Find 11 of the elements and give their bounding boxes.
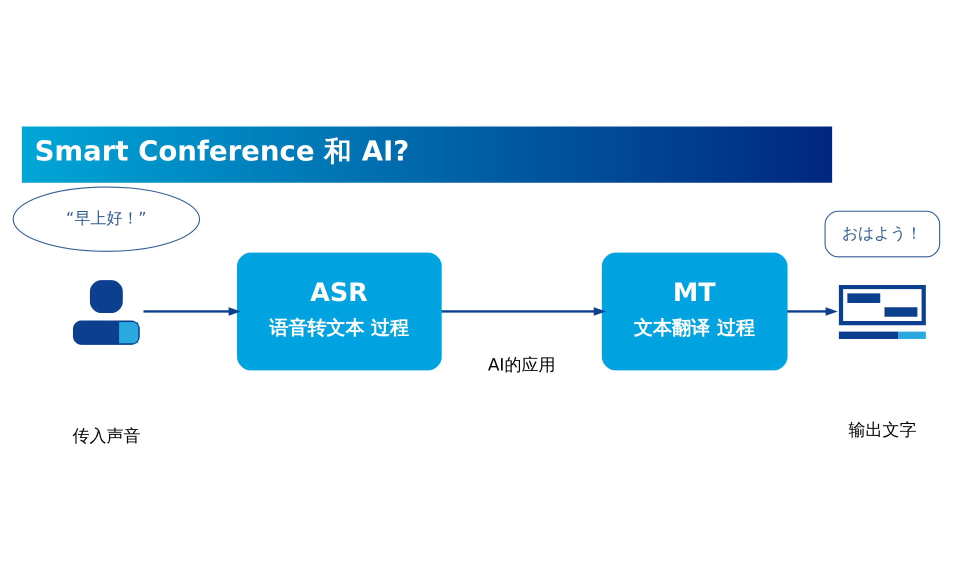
label: 输出文字	[848, 419, 916, 440]
arrow	[144, 307, 241, 316]
node-box: おはよう！	[824, 210, 940, 258]
arrow	[442, 307, 606, 316]
label: 传入声音	[72, 426, 140, 446]
diagram-title: Smart Conference 和 AI?	[34, 134, 410, 168]
node-ellipse: “早上好！”	[12, 186, 200, 252]
node-box: ASR 语音转文本 过程	[237, 252, 442, 370]
node-box: MT 文本翻译 过程	[602, 252, 788, 370]
arrow	[787, 307, 838, 316]
label: AI的应用	[488, 354, 556, 375]
